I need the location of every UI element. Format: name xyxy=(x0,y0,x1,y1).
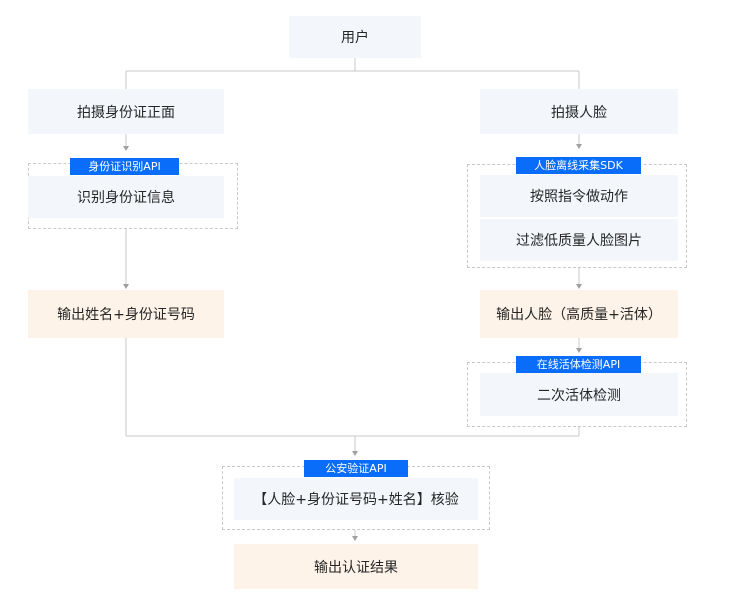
online-liveness-api-tag: 在线活体检测API xyxy=(516,356,641,373)
filter-low-quality-node: 过滤低质量人脸图片 xyxy=(480,219,678,261)
arrow-left-1 xyxy=(123,146,129,151)
user-node: 用户 xyxy=(289,16,421,58)
arrow-right-3 xyxy=(576,348,582,353)
police-verify-api-tag: 公安验证API xyxy=(304,460,408,477)
secondary-liveness-node: 二次活体检测 xyxy=(480,373,678,416)
arrow-right-1 xyxy=(576,144,582,149)
arrow-left-2 xyxy=(123,284,129,289)
output-verify-result-node: 输出认证结果 xyxy=(234,544,478,589)
recognize-id-info-node: 识别身份证信息 xyxy=(28,176,224,218)
arrow-police xyxy=(352,536,358,541)
capture-face-node: 拍摄人脸 xyxy=(480,89,678,134)
capture-id-front-node: 拍摄身份证正面 xyxy=(28,89,224,134)
face-id-name-verify-node: 【人脸+身份证号码+姓名】核验 xyxy=(234,478,478,520)
id-recognition-api-tag: 身份证识别API xyxy=(70,158,179,175)
follow-action-node: 按照指令做动作 xyxy=(480,175,678,217)
output-name-id-node: 输出姓名+身份证号码 xyxy=(28,290,224,338)
face-offline-sdk-tag: 人脸离线采集SDK xyxy=(516,157,641,174)
arrow-merge xyxy=(352,451,358,456)
arrow-right-2 xyxy=(576,284,582,289)
output-face-node: 输出人脸（高质量+活体） xyxy=(480,290,678,338)
